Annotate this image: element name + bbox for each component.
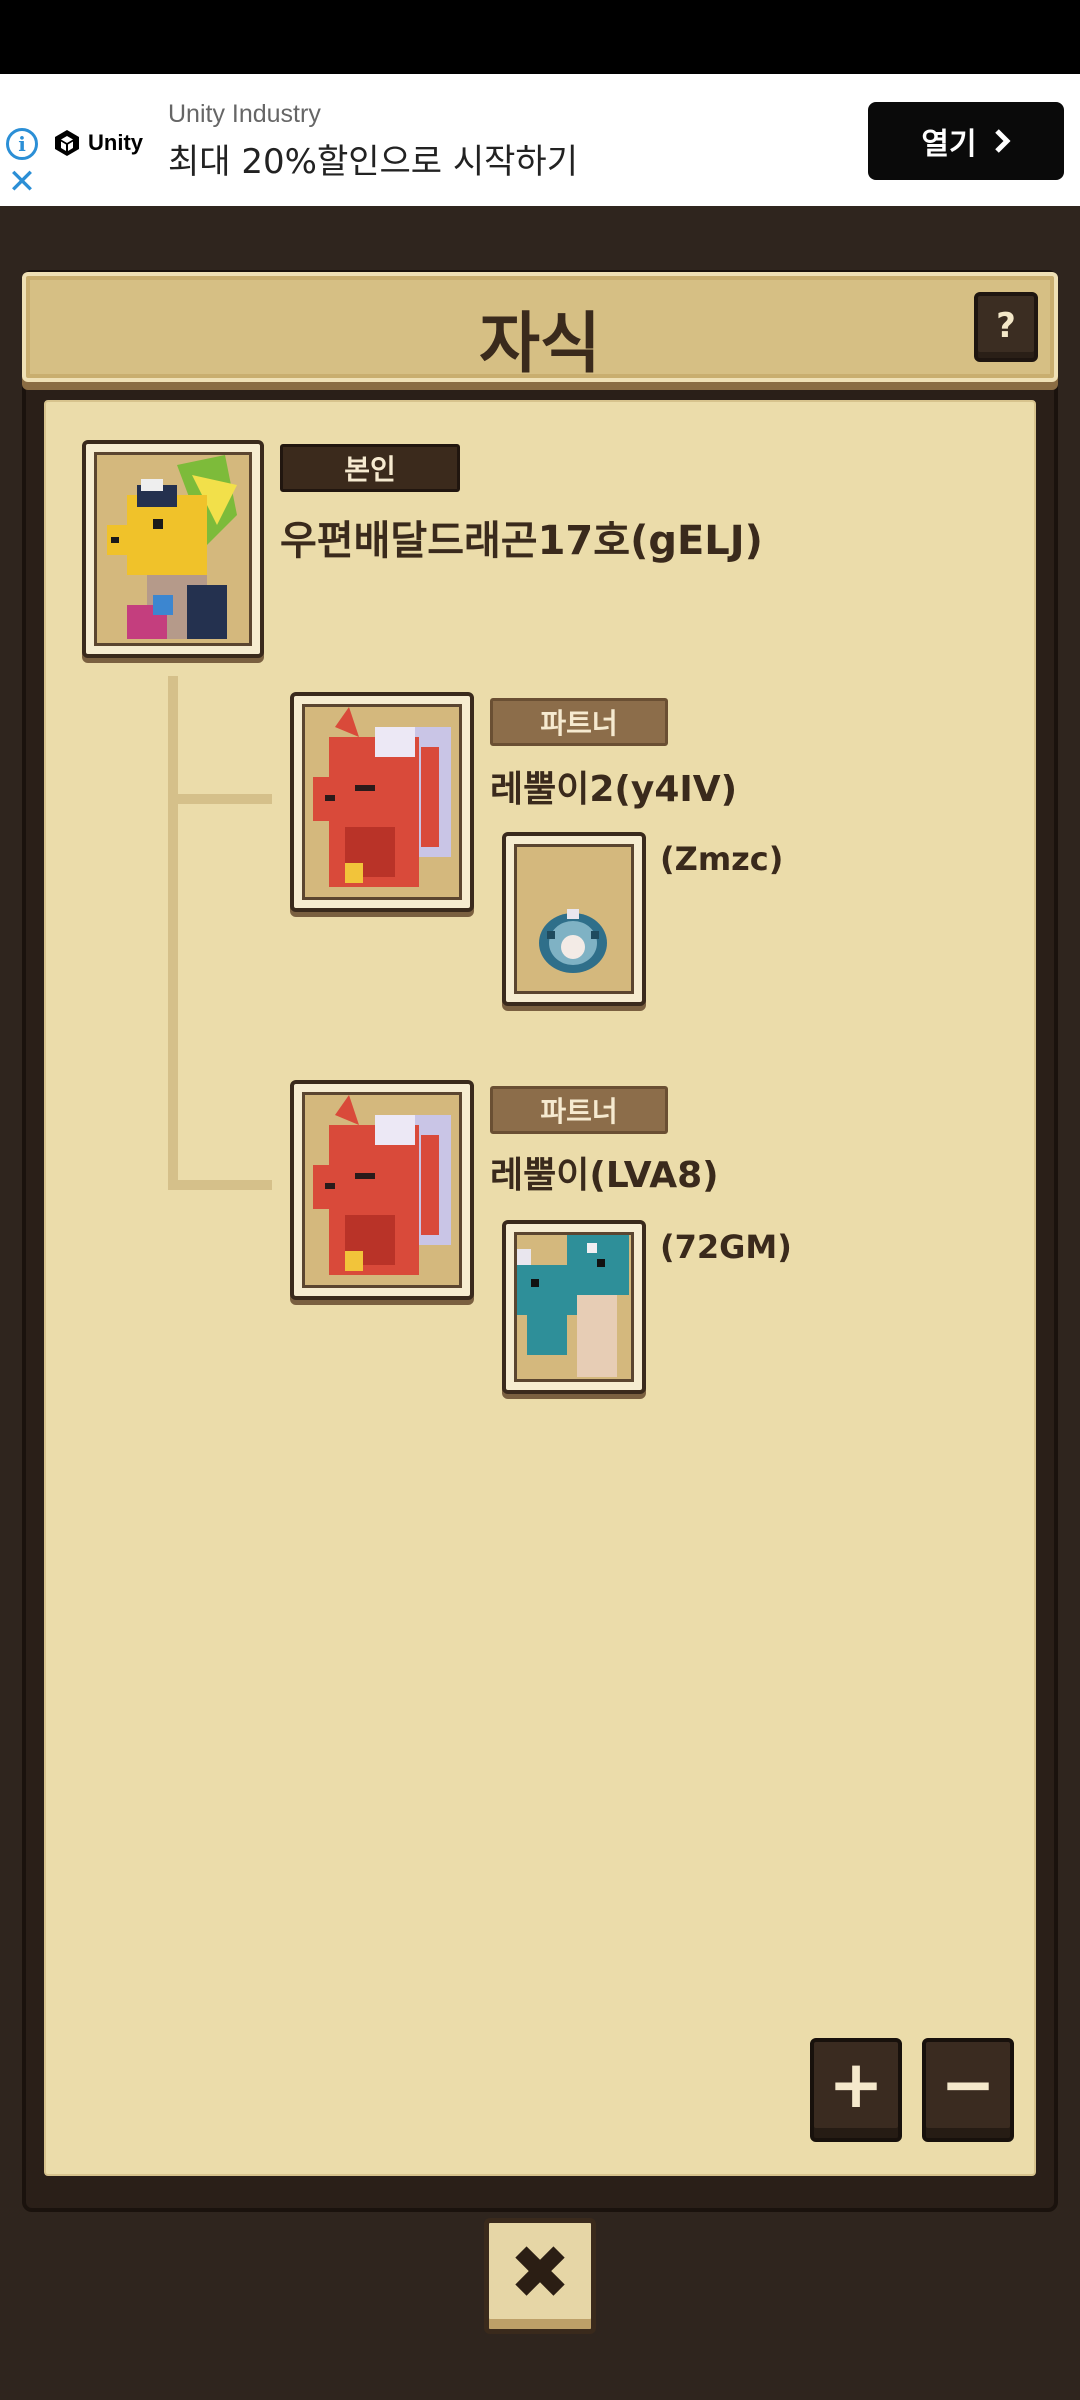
help-button[interactable]: ?	[974, 292, 1038, 362]
self-name: 우편배달드래곤17호(gELJ)	[280, 518, 763, 564]
self-portrait-card[interactable]	[82, 440, 264, 658]
ad-banner[interactable]: i ✕ Unity Unity Industry 최대 20%할인으로 시작하기…	[0, 74, 1080, 206]
info-icon[interactable]: i	[6, 128, 38, 160]
ad-advertiser: Unity Industry	[168, 100, 321, 128]
partner-name: 레뿔이2(y4IV)	[490, 769, 738, 810]
partner-portrait-card[interactable]	[290, 692, 474, 912]
unity-logo: Unity	[52, 118, 148, 168]
child-portrait-card[interactable]	[502, 832, 646, 1006]
yellow-dragon-icon	[97, 455, 245, 639]
zoom-in-button[interactable]: +	[810, 2038, 902, 2142]
red-dragon-icon	[305, 1095, 455, 1281]
child-portrait-card[interactable]	[502, 1220, 646, 1394]
partner-name: 레뿔이(LVA8)	[490, 1155, 719, 1196]
partner-tag: 파트너	[490, 698, 668, 746]
red-dragon-icon	[305, 707, 455, 893]
unity-logo-text: Unity	[88, 130, 143, 155]
egg-icon	[517, 847, 629, 989]
teal-dragon-icon	[517, 1235, 629, 1377]
self-tag: 본인	[280, 444, 460, 492]
ad-open-label: 열기	[921, 127, 977, 162]
partner-tag: 파트너	[490, 1086, 668, 1134]
tree-connector	[168, 676, 178, 1190]
ad-open-button[interactable]: 열기	[868, 102, 1064, 180]
close-dialog-button[interactable]: ✖	[484, 2218, 596, 2334]
unity-cube-icon	[55, 130, 79, 156]
partner-portrait-card[interactable]	[290, 1080, 474, 1300]
tree-branch	[168, 794, 272, 804]
dialog-title: 자식	[479, 305, 601, 382]
zoom-out-button[interactable]: −	[922, 2038, 1014, 2142]
child-name: (Zmzc)	[660, 840, 784, 878]
child-name: (72GM)	[660, 1228, 792, 1266]
tree-branch	[168, 1180, 272, 1190]
dialog-title-bar: 자식	[22, 272, 1058, 382]
close-icon[interactable]: ✕	[7, 162, 37, 202]
status-bar	[0, 0, 1080, 74]
chevron-right-icon	[994, 129, 1011, 153]
ad-headline[interactable]: 최대 20%할인으로 시작하기	[168, 142, 578, 182]
